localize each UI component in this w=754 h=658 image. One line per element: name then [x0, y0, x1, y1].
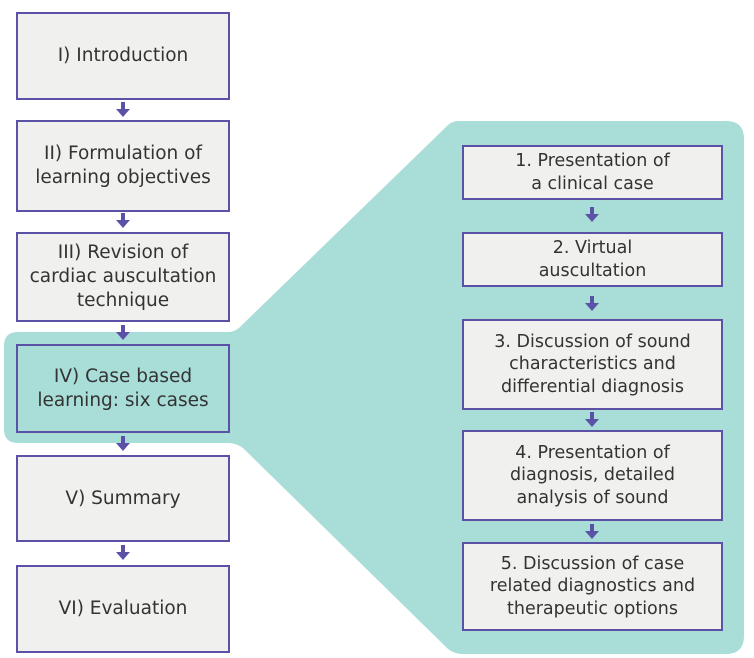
step-label: III) Revision of cardiac auscultation te… — [29, 242, 217, 311]
arrow-down-icon — [116, 545, 130, 560]
step-label: II) Formulation of learning objectives — [35, 143, 211, 188]
arrow-down-icon — [116, 436, 130, 451]
step-introduction: I) Introduction — [16, 12, 230, 100]
step-label: V) Summary — [65, 487, 181, 509]
substep-clinical-case: 1. Presentation of a clinical case — [462, 145, 723, 200]
step-auscultation-revision: III) Revision of cardiac auscultation te… — [16, 232, 230, 322]
substep-label: 5. Discussion of case related diagnostic… — [489, 553, 696, 619]
substep-sound-discussion: 3. Discussion of sound characteristics a… — [462, 319, 723, 410]
step-label: IV) Case based learning: six cases — [37, 365, 209, 411]
substep-diagnosis-presentation: 4. Presentation of diagnosis, detailed a… — [462, 430, 723, 521]
arrow-down-icon — [585, 296, 599, 311]
substep-label: 3. Discussion of sound characteristics a… — [494, 331, 691, 397]
arrow-down-icon — [585, 412, 599, 427]
arrow-down-icon — [585, 207, 599, 222]
substep-diagnostics-therapy: 5. Discussion of case related diagnostic… — [462, 542, 723, 631]
substep-label: 4. Presentation of diagnosis, detailed a… — [510, 442, 675, 508]
arrow-down-icon — [116, 325, 130, 340]
step-label: VI) Evaluation — [58, 598, 188, 619]
arrow-down-icon — [116, 213, 130, 228]
step-label: I) Introduction — [57, 45, 189, 66]
step-summary: V) Summary — [16, 455, 230, 542]
arrow-down-icon — [116, 102, 130, 117]
substep-label: 1. Presentation of a clinical case — [515, 151, 670, 194]
step-learning-objectives: II) Formulation of learning objectives — [16, 120, 230, 212]
step-evaluation: VI) Evaluation — [16, 565, 230, 653]
arrow-down-icon — [585, 524, 599, 539]
step-case-based-learning: IV) Case based learning: six cases — [16, 344, 230, 433]
substep-label: 2. Virtual auscultation — [538, 238, 647, 281]
substep-virtual-auscultation: 2. Virtual auscultation — [462, 232, 723, 287]
